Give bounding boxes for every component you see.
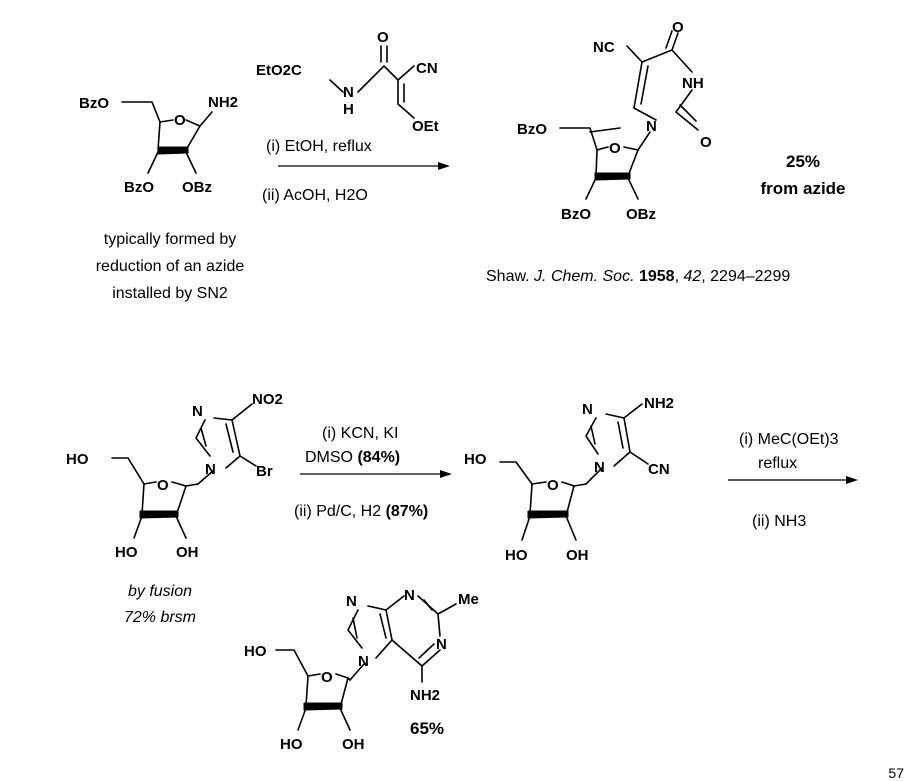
product2-atom-oh-bottom: OH [342, 736, 365, 753]
reaction2-condition-1b: DMSO [305, 449, 353, 466]
product2-yield: 65% [410, 719, 444, 738]
amine-note-line-3: installed by SN2 [112, 285, 228, 302]
amine-note-line-2: reduction of an azide [96, 258, 245, 275]
reagent-structure: EtO2C N H O CN OEt [256, 29, 439, 135]
amino-ribose-structure: BzO NH2 O BzO OBz [79, 94, 238, 196]
product1-yield-note: from azide [760, 179, 845, 198]
product2-atom-ho-bottom: HO [280, 736, 303, 753]
reaction2-arrow-2 [728, 476, 858, 484]
reaction1-arrow [278, 162, 450, 170]
reference-year: 1958 [639, 268, 675, 285]
amino-cyano-imidazole-riboside-structure: N NH2 HO N CN O HO OH [464, 395, 674, 564]
atom-nh2: NH2 [208, 94, 238, 111]
reaction2-condition-1a: (i) KCN, KI [322, 425, 398, 442]
intermediate-atom-oh-bottom: OH [566, 547, 589, 564]
product1-yield: 25% [786, 152, 820, 171]
atom-o-ring: O [174, 112, 186, 129]
product1-atom-o-ring: O [609, 140, 621, 157]
product2-atom-ho: HO [244, 643, 267, 660]
reaction2-condition-3a: (i) MeC(OEt)3 [739, 431, 839, 448]
amine-note: typically formed by reduction of an azid… [96, 231, 245, 302]
product1-atom-bzo-top: BzO [517, 121, 547, 138]
reaction2-condition-2-reagent: (ii) Pd/C, H2 [294, 503, 381, 520]
start-atom-ho: HO [66, 451, 89, 468]
product2-atom-n1: N [404, 587, 415, 604]
start-note-line-1: by fusion [128, 583, 192, 600]
atom-bzo-top: BzO [79, 95, 109, 112]
amine-note-line-1: typically formed by [104, 231, 237, 248]
product1-atom-nc: NC [593, 39, 615, 56]
intermediate-atom-n-top: N [582, 401, 593, 418]
reaction2-condition-3b: reflux [758, 455, 797, 472]
product2-atom-nh2: NH2 [410, 687, 440, 704]
product1-atom-o-top: O [672, 19, 684, 36]
start-atom-br: Br [256, 463, 273, 480]
reagent-o: O [377, 29, 389, 46]
page-number: 57 [888, 765, 904, 781]
intermediate-atom-ho: HO [464, 451, 487, 468]
reaction1-condition-1: (i) EtOH, reflux [266, 138, 372, 155]
start-atom-oh-bottom: OH [176, 544, 199, 561]
intermediate-atom-n-ring: N [594, 459, 605, 476]
intermediate-atom-ho-bottom: HO [505, 547, 528, 564]
reaction2-condition-1: DMSO (84%) [305, 449, 400, 466]
reagent-h: H [343, 101, 354, 118]
reagent-oet: OEt [412, 118, 439, 135]
reaction1-condition-2: (ii) AcOH, H2O [262, 187, 368, 204]
reagent-eto2c: EtO2C [256, 62, 302, 79]
reagent-n: N [343, 84, 354, 101]
atom-bzo-bottom: BzO [124, 179, 154, 196]
product1-atom-obz: OBz [626, 206, 656, 223]
product1-atom-o-right: O [700, 134, 712, 151]
start-atom-ho-bottom: HO [115, 544, 138, 561]
intermediate-atom-nh2: NH2 [644, 395, 674, 412]
reference-journal: J. Chem. Soc. [533, 268, 634, 285]
intermediate-atom-o-ring: O [547, 477, 559, 494]
methyl-adenosine-product-structure: N N Me N N HO NH2 O HO OH [244, 587, 479, 753]
reaction2-condition-4: (ii) NH3 [752, 513, 806, 530]
cyano-uracil-nucleoside-structure: NC O NH N O BzO O BzO OBz [517, 19, 712, 223]
reaction2-yield-2: (87%) [386, 503, 429, 520]
reference-volume: 42 [683, 268, 701, 285]
product2-atom-n7: N [346, 593, 357, 610]
reference-pages: 2294–2299 [710, 268, 790, 285]
start-atom-n-top: N [192, 403, 203, 420]
reaction2-arrow-1 [300, 470, 452, 478]
intermediate-atom-cn: CN [648, 461, 670, 478]
start-note-line-2: 72% brsm [124, 609, 196, 626]
product1-atom-bzo-bottom: BzO [561, 206, 591, 223]
reagent-cn: CN [416, 60, 438, 77]
start-atom-o-ring: O [157, 477, 169, 494]
start-atom-no2: NO2 [252, 391, 283, 408]
atom-obz: OBz [182, 179, 212, 196]
reference-author: Shaw. [486, 268, 530, 285]
reaction2-yield-1: (84%) [357, 449, 400, 466]
product2-atom-me: Me [458, 591, 479, 608]
nitro-bromo-imidazole-riboside-structure: N NO2 HO N Br O HO OH [66, 391, 283, 561]
product2-atom-n9: N [358, 653, 369, 670]
product2-atom-o-ring: O [321, 669, 333, 686]
product2-atom-n3: N [436, 636, 447, 653]
reference-citation: Shaw. J. Chem. Soc. 1958, 42, 2294–2299 [486, 268, 790, 285]
product1-atom-n: N [646, 118, 657, 135]
product1-atom-nh: NH [682, 75, 704, 92]
start-atom-n-ring: N [205, 461, 216, 478]
reaction2-condition-2: (ii) Pd/C, H2 (87%) [294, 503, 428, 520]
